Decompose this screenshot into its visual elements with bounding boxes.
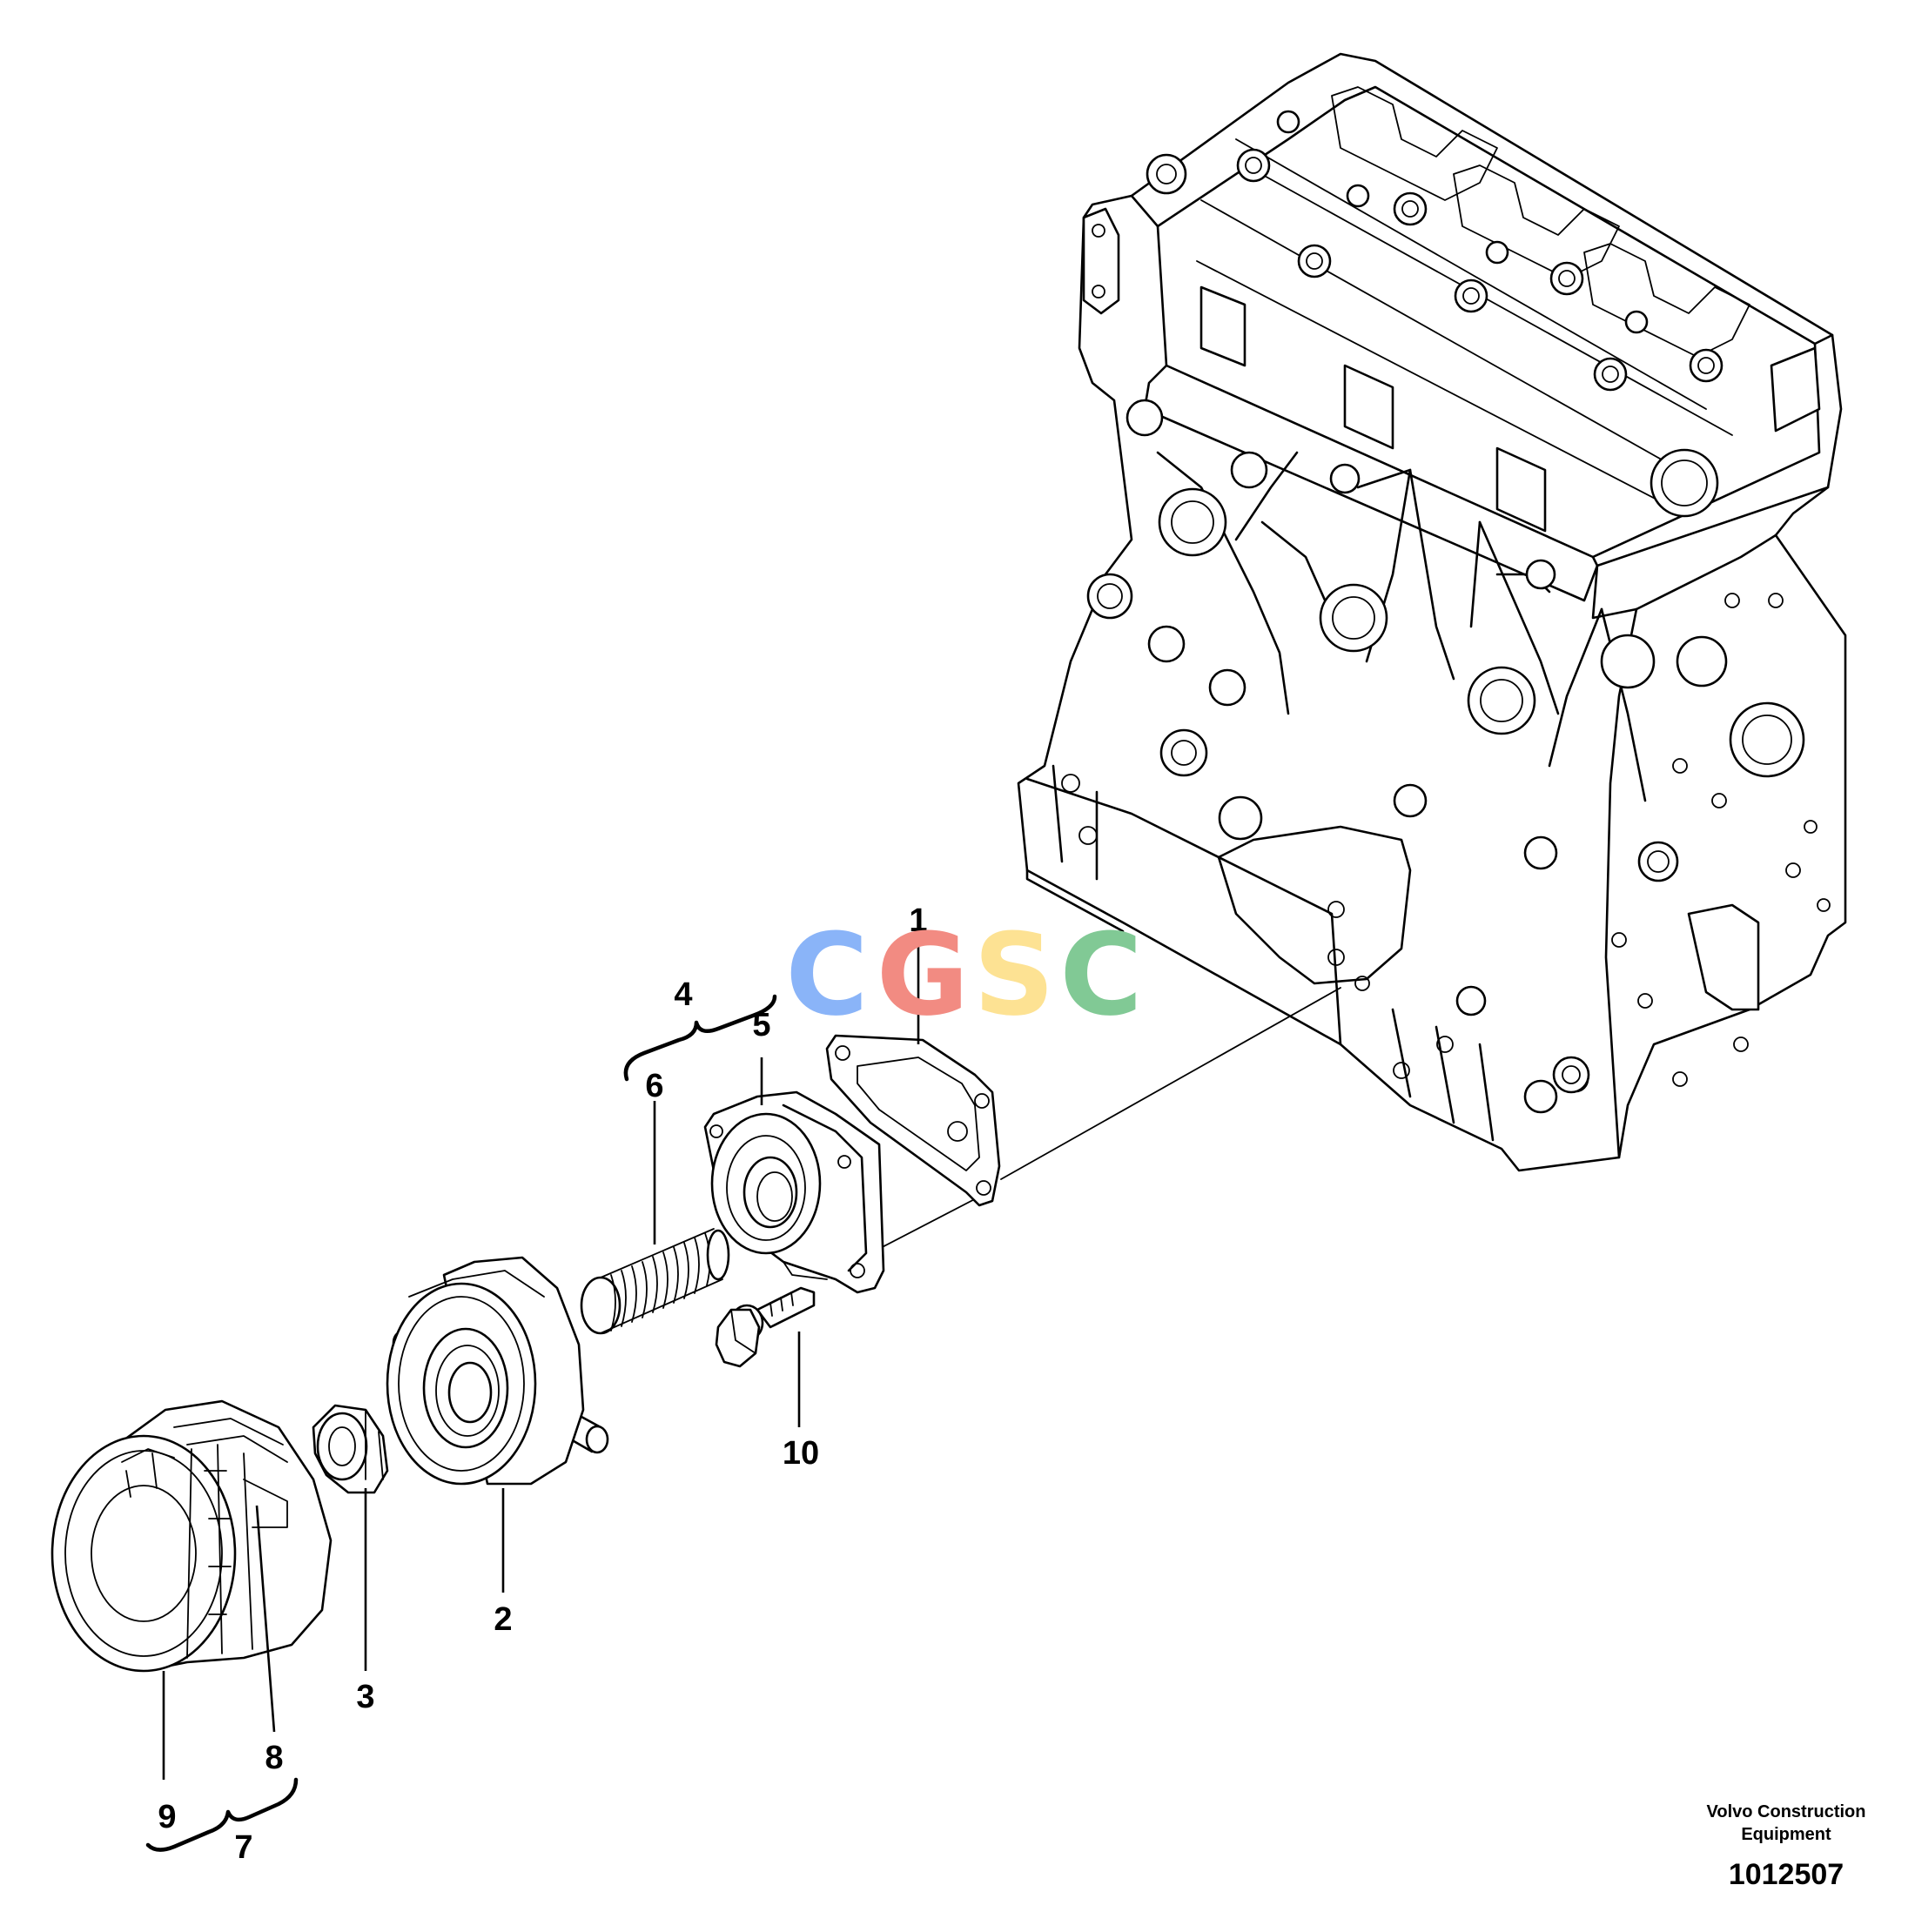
brace-group-7 [145,1777,299,1852]
oil-filter-housing [703,1090,885,1294]
svg-text:C: C [785,909,868,1041]
svg-text:S: S [973,909,1055,1041]
callout-1: 1 [909,902,927,939]
bolt [715,1286,816,1368]
callout-leaders [162,936,920,1780]
callout-numbers: 1 2 3 4 5 6 7 8 9 10 [158,902,927,1866]
callout-10: 10 [783,1435,819,1472]
svg-text:C: C [1059,909,1142,1041]
alignment-lines [870,987,1341,1254]
company-name-line-1: Volvo Construction [1707,1802,1866,1821]
group-braces [145,994,777,1852]
callout-5: 5 [752,1007,770,1043]
callout-9: 9 [158,1799,176,1835]
oil-filter [50,1399,333,1673]
watermark-logo: C G S C [785,909,1142,1041]
caption-block: Volvo Construction Equipment 1012507 [1707,1802,1866,1891]
brace-group-4 [623,994,777,1082]
callout-4: 4 [674,976,692,1013]
oil-cooler [386,1256,609,1486]
callout-2: 2 [494,1601,512,1638]
nut [312,1404,389,1494]
svg-text:G: G [877,909,970,1041]
callout-8: 8 [265,1740,283,1776]
document-number: 1012507 [1729,1858,1844,1891]
gasket [825,1034,1001,1207]
engine-block [1017,52,1847,1172]
callout-6: 6 [645,1068,663,1104]
spring [580,1228,730,1335]
company-name-line-2: Equipment [1741,1825,1831,1844]
callout-7: 7 [234,1829,252,1866]
callout-3: 3 [356,1679,374,1715]
